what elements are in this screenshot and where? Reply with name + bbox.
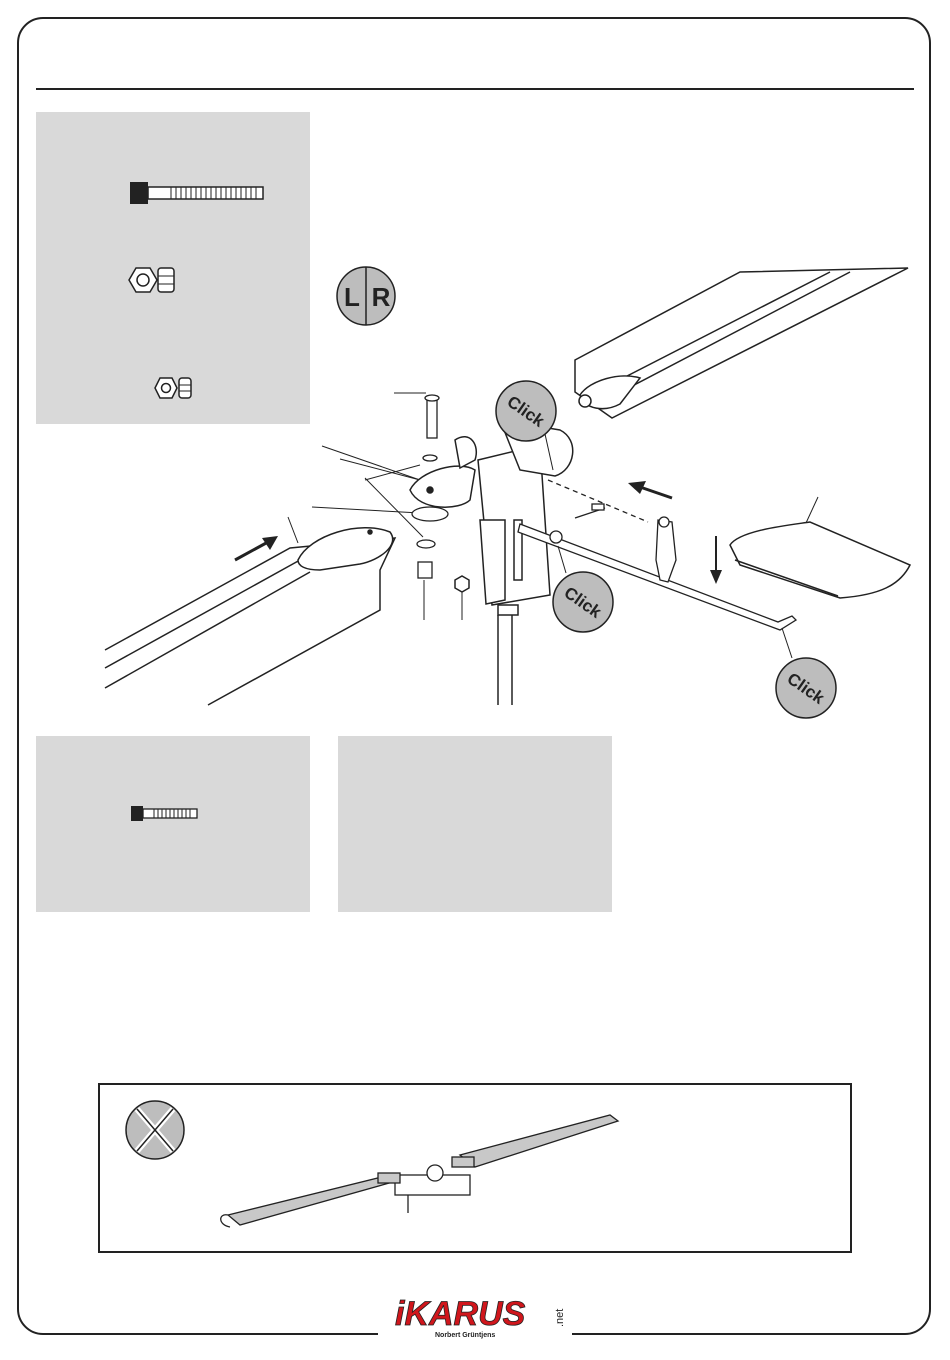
rotor-blades-misaligned (221, 1115, 618, 1227)
warning-box (98, 1083, 852, 1253)
logo-graphic: iKARUS .net Norbert Grüntjens (395, 1295, 575, 1340)
parts-panel-bottom-left (36, 736, 310, 912)
incorrect-assembly-drawing (100, 1085, 850, 1251)
arrow-icon (628, 481, 722, 584)
bolt-icon (131, 806, 197, 821)
logo-brand: iKARUS (395, 1295, 526, 1333)
leader-lines (288, 393, 818, 620)
lr-left-label: L (344, 282, 360, 312)
arrow-icon (235, 536, 278, 560)
parts-panel-bottom-middle (338, 736, 612, 912)
flybar-paddle (730, 522, 910, 598)
brand-logo: iKARUS .net Norbert Grüntjens (395, 1295, 575, 1340)
parts-drawing (36, 736, 310, 912)
forbidden-x-icon (126, 1101, 184, 1159)
click-badge-icon: Click (496, 381, 556, 441)
lr-icon: L R (337, 267, 395, 325)
rotor-blade-right (575, 268, 908, 418)
lr-right-label: R (372, 282, 391, 312)
logo-tagline: Norbert Grüntjens (435, 1332, 495, 1339)
rotor-blade-left (105, 528, 395, 705)
rotor-head (410, 420, 573, 705)
click-badge-icon: Click (776, 658, 836, 718)
rotor-head-illustration: L R (0, 0, 950, 720)
logo-suffix: .net (554, 1309, 566, 1327)
click-badge-icon: Click (553, 572, 613, 632)
